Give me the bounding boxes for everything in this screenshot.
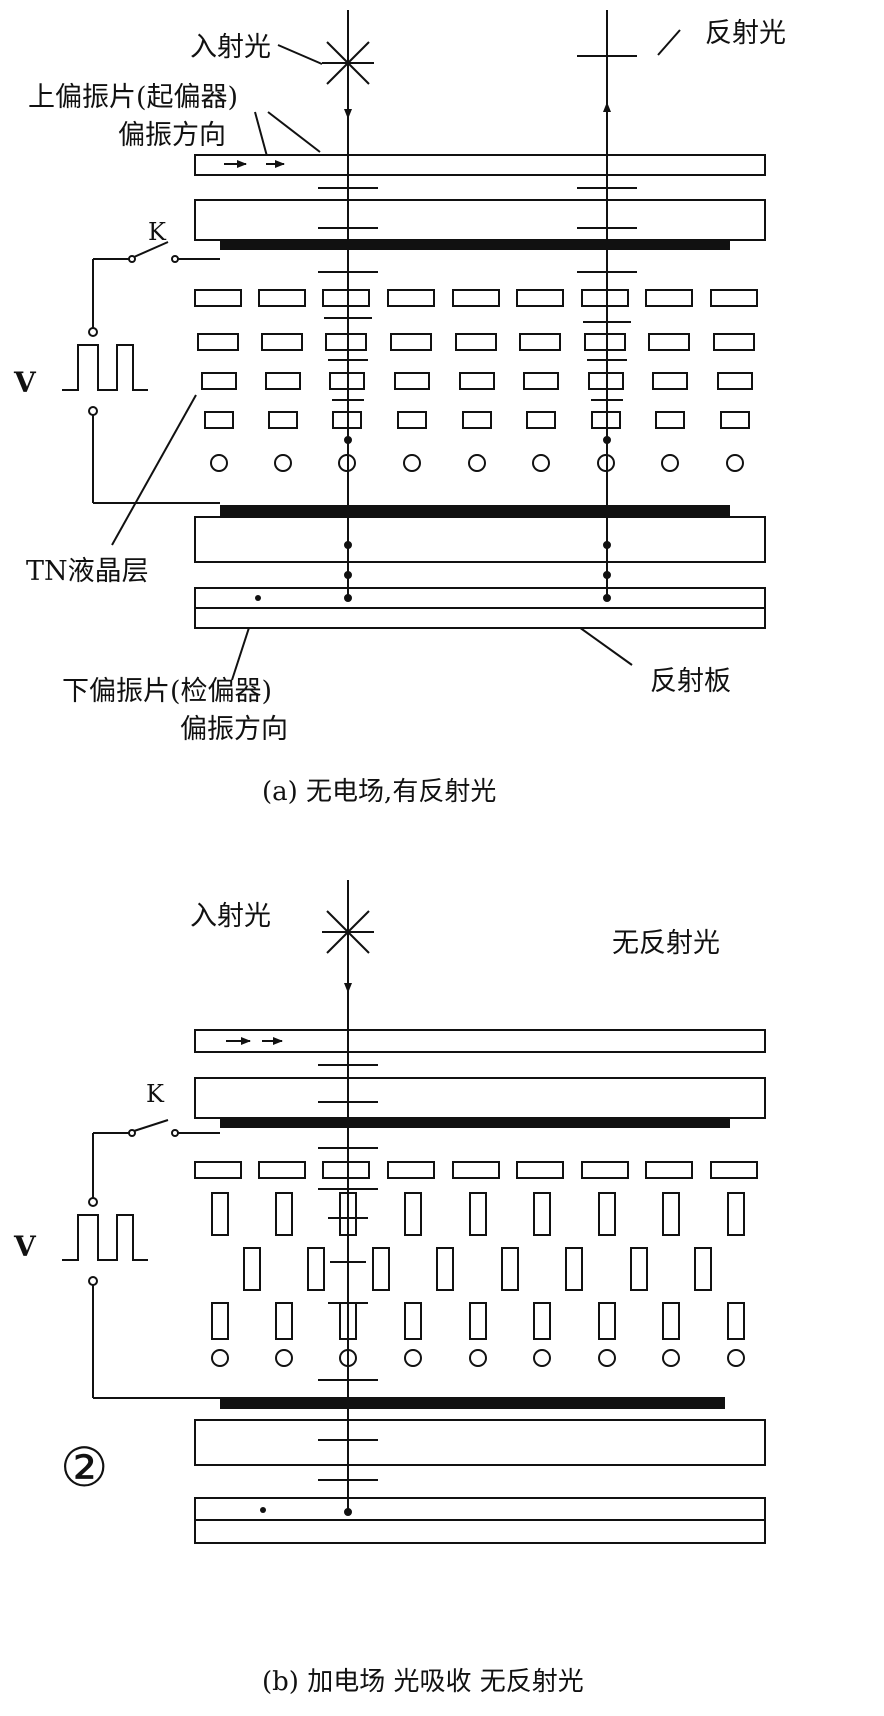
figure-number: ② xyxy=(60,1436,108,1499)
panel-b: 入射光 无反射光 K V ② (b) 加电场 光吸收 无反射光 xyxy=(13,880,766,1697)
square-wave-b xyxy=(62,1214,148,1261)
caption-b: (b) 加电场 光吸收 无反射光 xyxy=(262,1667,584,1697)
upper-electrode-a xyxy=(220,240,730,250)
lc-molecules-b xyxy=(194,1161,758,1367)
unpolarized-star-a xyxy=(322,33,374,93)
upper-glass-a xyxy=(194,199,766,241)
circuit-a xyxy=(62,241,220,504)
upper-electrode-b xyxy=(220,1118,730,1128)
polarization-marks-a xyxy=(224,55,637,602)
tn-molecules-a xyxy=(194,289,758,472)
circuit-b xyxy=(62,1119,220,1399)
upper-polarizer-direction-label: 偏振方向 xyxy=(118,120,226,151)
voltage-label-a: V xyxy=(13,366,37,399)
lower-polarizer-label: 下偏振片(检偏器) xyxy=(62,676,272,707)
switch-k-label-b: K xyxy=(146,1080,165,1108)
caption-a: (a) 无电场,有反射光 xyxy=(262,777,496,807)
upper-polarizer-a xyxy=(194,154,766,176)
lower-electrode-a xyxy=(220,505,730,517)
voltage-label-b: V xyxy=(13,1230,37,1263)
lower-electrode-b xyxy=(220,1397,725,1409)
lower-glass-a xyxy=(194,516,766,563)
upper-polarizer-b xyxy=(194,1029,766,1053)
switch-k-label-a: K xyxy=(148,218,167,246)
lower-polarizer-direction-dot-b xyxy=(260,1507,266,1513)
incident-light-label-b: 入射光 xyxy=(190,901,271,932)
unpolarized-star-b xyxy=(322,902,374,962)
square-wave-a xyxy=(62,344,148,391)
lower-glass-b xyxy=(194,1419,766,1466)
panel-a: 入射光 反射光 上偏振片(起偏器) 偏振方向 K V TN液晶层 下偏振片(检偏… xyxy=(13,10,786,807)
lower-polarizer-direction-label: 偏振方向 xyxy=(180,714,288,745)
upper-glass-b xyxy=(194,1077,766,1119)
upper-polarizer-label: 上偏振片(起偏器) xyxy=(28,82,238,113)
reflector-label: 反射板 xyxy=(650,666,731,697)
incident-light-label: 入射光 xyxy=(190,32,271,63)
no-reflection-label-b: 无反射光 xyxy=(612,928,720,959)
tn-layer-label: TN液晶层 xyxy=(26,556,149,587)
polarization-marks-b xyxy=(226,1037,378,1516)
reflected-light-label: 反射光 xyxy=(705,18,786,49)
lower-polarizer-direction-dot-a xyxy=(255,595,261,601)
